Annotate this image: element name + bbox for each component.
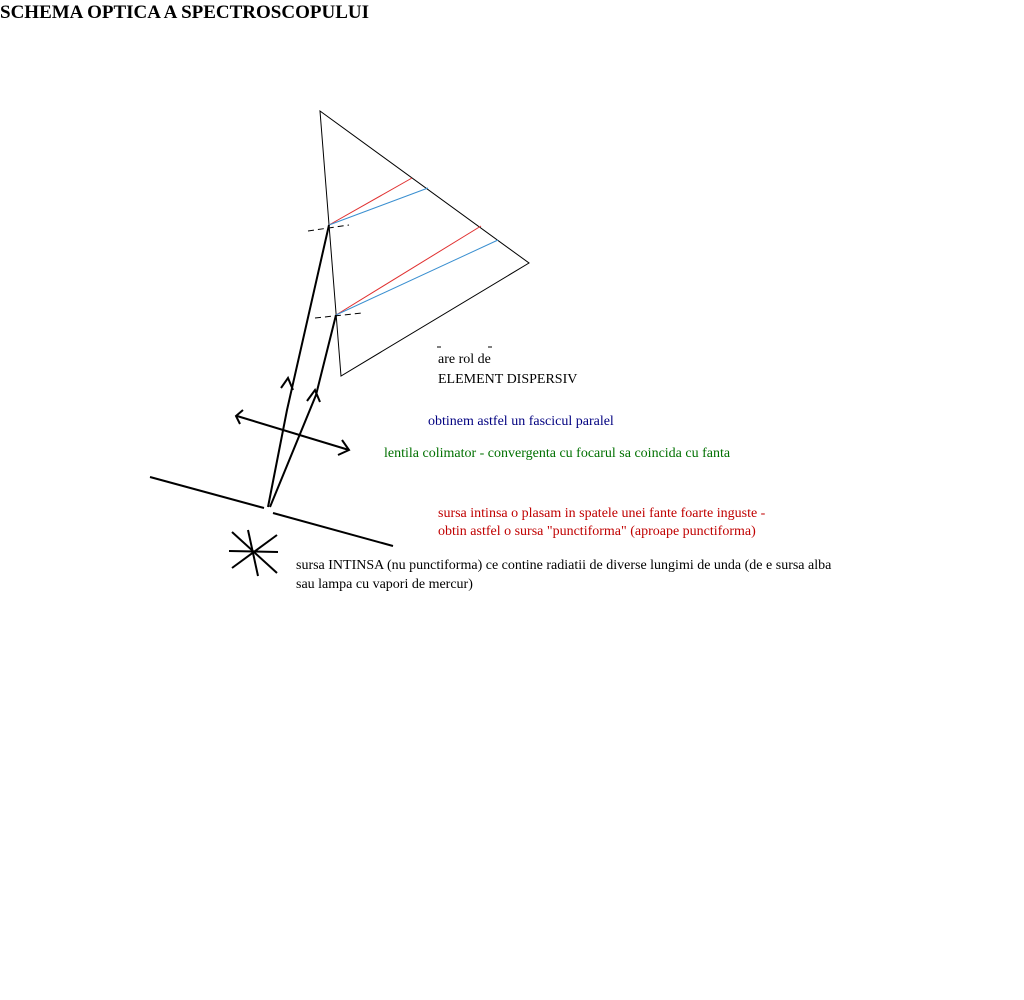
blue-ray-upper [328,187,429,226]
right-ray [269,314,337,508]
red-ray-upper [328,177,413,226]
prism-label-line1: are rol de [438,352,491,367]
red-ray-lower [335,225,482,316]
left-ray [267,224,330,508]
arrowhead-right-ray [306,387,321,403]
prism-label-line2: ELEMENT DISPERSIV [438,372,578,387]
lens-arrowhead-left [234,409,244,425]
slit-label-line2: obtin astfel o sursa "punctiforma" (apro… [438,524,756,539]
slit-label-line1: sursa intinsa o plasam in spatele unei f… [438,506,766,521]
normal-lower [314,312,363,319]
lens-arrowhead-right [337,439,351,456]
collimator-lens-label: lentila colimator - convergenta cu focar… [384,446,731,461]
arrowhead-left-ray [280,375,294,391]
slit-screen-left [149,476,265,509]
prism [319,109,530,377]
light-source-icon [228,529,279,577]
source-label-line1: sursa INTINSA (nu punctiforma) ce contin… [296,558,832,573]
page-title: SCHEMA OPTICA A SPECTROSCOPULUI [0,2,369,23]
slit-screen-right [272,512,394,547]
blue-ray-lower [335,239,499,316]
source-label-line2: sau lampa cu vapori de mercur) [296,577,473,592]
parallel-beam-label: obtinem astfel un fascicul paralel [428,414,614,429]
collimator-lens [236,415,350,451]
